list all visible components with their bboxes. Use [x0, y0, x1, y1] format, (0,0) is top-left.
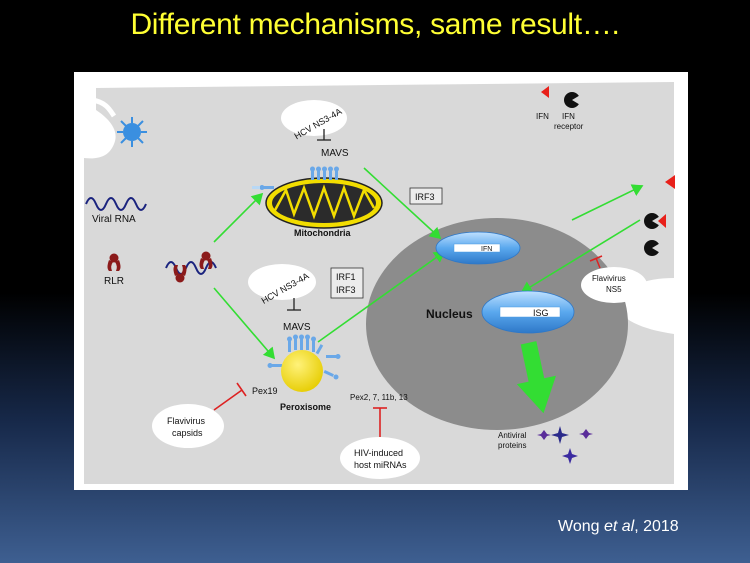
ns5-label-1: Flavivirus: [592, 274, 626, 283]
rlr-icon: [107, 253, 121, 271]
antiviral-label-2: proteins: [498, 441, 526, 450]
ifn-receptor-legend-label-2: receptor: [554, 122, 584, 131]
pex-list-label: Pex2, 7, 11b, 13: [350, 393, 408, 402]
ifn-gene-label: IFN: [481, 246, 492, 253]
arrow-mavs-ifn: [363, 167, 442, 240]
hiv-mirna-bubble: [340, 437, 420, 479]
receptor-ifn-bound-icon: [644, 213, 666, 229]
arrow-ifn-out: [571, 184, 644, 221]
ifn-legend-label: IFN: [536, 112, 549, 121]
inhibit-capsids-pex19: [213, 382, 247, 411]
capsids-label-1: Flavivirus: [167, 416, 206, 426]
antiviral-proteins-icon: [537, 426, 593, 464]
peroxisome-organelle: [281, 350, 323, 392]
nucleus-label: Nucleus: [426, 307, 473, 321]
arrow-to-mito: [213, 192, 264, 243]
isg-gene: [481, 290, 575, 334]
ifn-gene: [435, 231, 521, 265]
arrow-receptor-isg: [520, 219, 641, 293]
mitochondria-label: Mitochondria: [294, 228, 351, 238]
inhibit-hcv-mavs-bottom: [287, 298, 301, 311]
ifn-receptor-legend-icon: [564, 92, 582, 108]
ifn-legend-icon: [541, 86, 549, 98]
citation: Wong et al, 2018: [558, 518, 679, 536]
big-green-arrow: [516, 341, 556, 414]
irf3-box-label: IRF3: [415, 192, 435, 202]
citation-author: Wong: [558, 518, 604, 535]
citation-year: , 2018: [634, 518, 679, 535]
ns5-label-2: NS5: [606, 285, 622, 294]
pathway-figure: Nucleus Viral RNA RLR: [74, 72, 688, 490]
inhibit-hcv-mavs-top: [317, 129, 331, 141]
isg-gene-label: ISG: [533, 308, 549, 318]
irf3-box: [409, 187, 443, 205]
hcv-top-bubble: [281, 100, 347, 136]
arrow-perox-ifn: [317, 251, 446, 343]
antiviral-label-1: Antiviral: [498, 431, 527, 440]
pathway-diagram: Nucleus Viral RNA RLR: [84, 82, 675, 484]
arrow-to-perox: [213, 287, 276, 360]
peroxisome-label: Peroxisome: [280, 402, 331, 412]
rna-rlr-complex: [165, 251, 217, 283]
irf1-label: IRF1: [336, 272, 356, 282]
mavs-top-label: MAVS: [321, 148, 349, 159]
virus-icon: [117, 117, 147, 147]
hcv-bottom-bubble: [248, 264, 316, 300]
ifn-receptor-legend-label-1: IFN: [562, 112, 575, 121]
capsids-label-2: capsids: [172, 428, 203, 438]
citation-etal: et al: [603, 518, 635, 535]
rlr-label: RLR: [104, 276, 124, 287]
pex19-label: Pex19: [252, 386, 278, 396]
viral-rna-icon: [85, 197, 147, 211]
inhibit-mirna-pex: [373, 407, 387, 438]
mavs-mito-icon: [252, 166, 339, 190]
irf3-label: IRF3: [336, 285, 356, 295]
viral-rna-label: Viral RNA: [92, 214, 136, 225]
hiv-label-2: host miRNAs: [354, 460, 407, 470]
hiv-label-1: HIV-induced: [354, 448, 403, 458]
mavs-perox-icon: [267, 334, 341, 380]
flavivirus-ns5-bubble: [581, 267, 647, 303]
inhibit-ns5: [589, 255, 603, 269]
flavivirus-capsids-bubble: [152, 404, 224, 448]
receptor-free-icon: [644, 240, 662, 256]
ifn-outside-icon: [665, 175, 675, 189]
mavs-bottom-label: MAVS: [283, 322, 311, 333]
mitochondria-organelle: [265, 177, 383, 229]
slide-title: Different mechanisms, same result….: [130, 8, 620, 41]
irf1-irf3-box: [330, 267, 364, 299]
